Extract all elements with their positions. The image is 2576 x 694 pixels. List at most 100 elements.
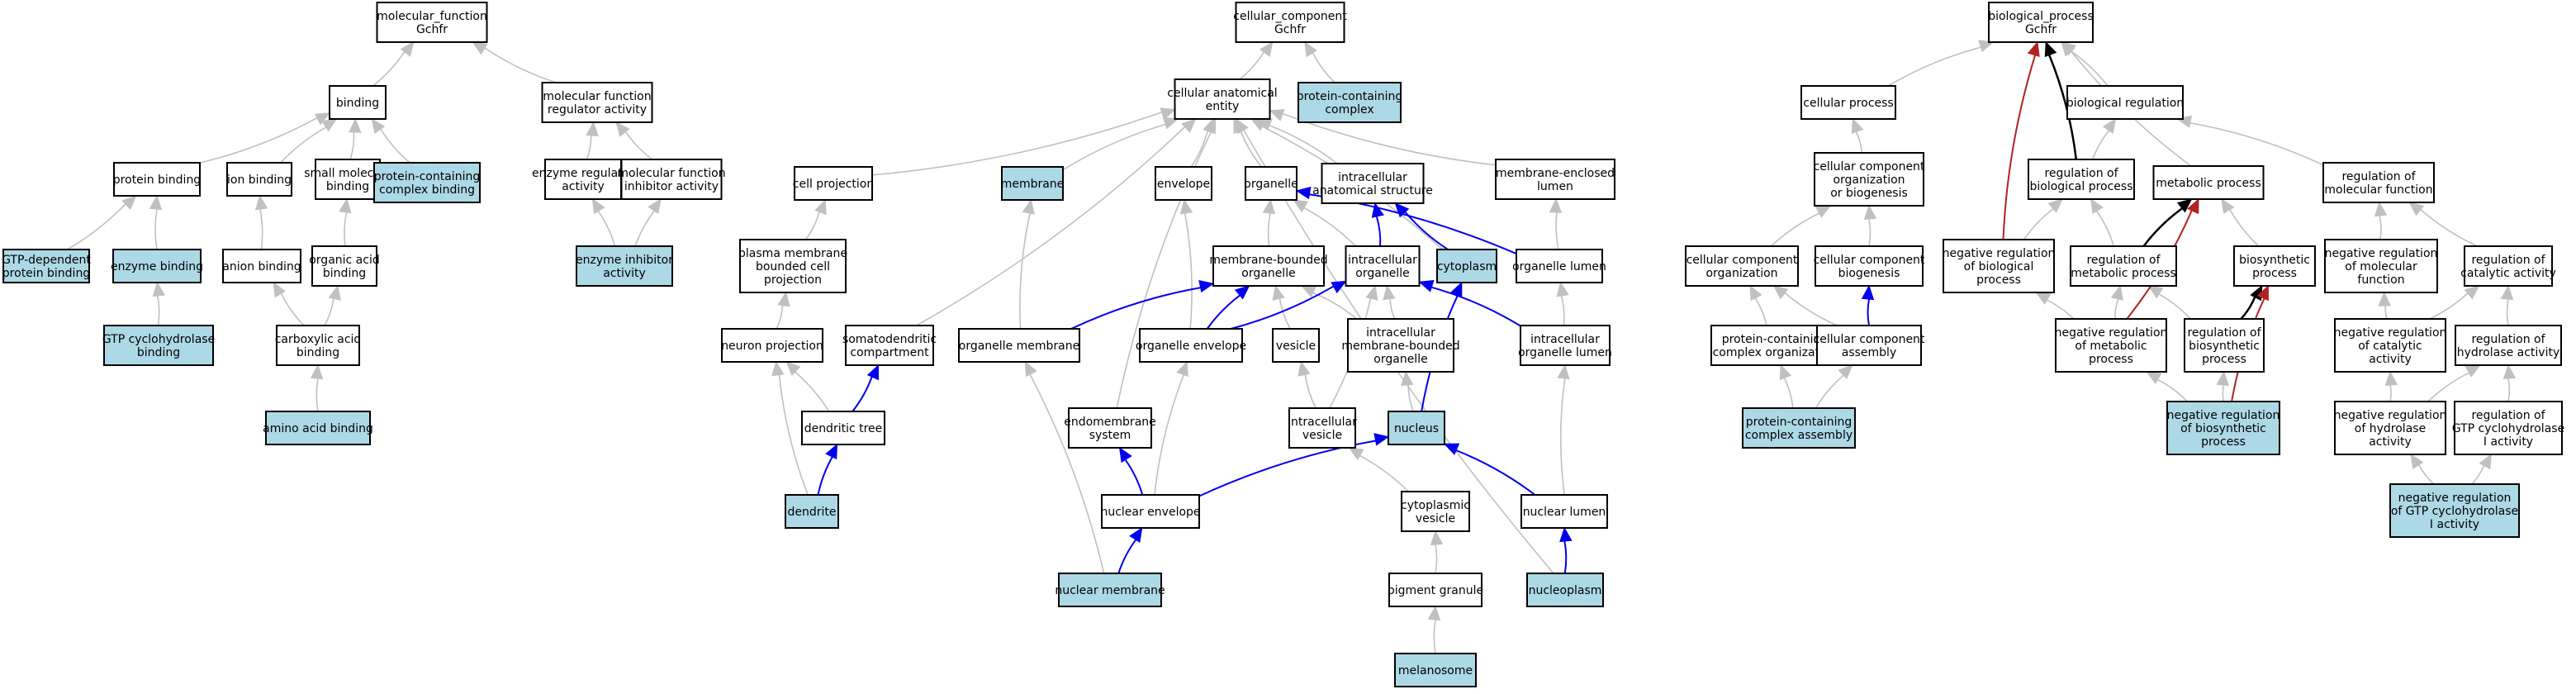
node-label: membrane-enclosed <box>1496 167 1615 180</box>
edge-line <box>1555 212 1559 250</box>
go-term-node-pigment[interactable]: pigment granule <box>1388 573 1483 607</box>
node-box <box>226 162 292 197</box>
go-term-node-orgmem[interactable]: organelle membrane <box>958 328 1080 363</box>
go-term-node-membrane[interactable]: membrane <box>1001 166 1065 201</box>
node-label: neuron projection <box>721 340 823 353</box>
edge-arrowhead-icon <box>2176 198 2193 213</box>
node-label: melanosome <box>1398 664 1473 677</box>
edge-arrowhead-icon <box>2061 41 2076 57</box>
go-term-node-cellproj[interactable]: cell projection <box>793 166 874 201</box>
node-box <box>1297 82 1402 123</box>
edge-line <box>1435 544 1438 574</box>
go-term-node-orgenv[interactable]: organelle envelope <box>1136 328 1246 363</box>
go-term-node-dendrite[interactable]: dendrite <box>785 494 839 529</box>
go-term-node-nucleus[interactable]: nucleus <box>1388 411 1445 445</box>
node-label: activity <box>562 180 605 193</box>
node-label: binding <box>297 346 339 359</box>
node-box <box>1516 249 1603 283</box>
edge-enzreg-to-mfreg <box>586 121 599 160</box>
go-term-node-neuronproj[interactable]: neuron projection <box>721 328 823 363</box>
go-term-node-ionbind[interactable]: ion binding <box>226 162 292 197</box>
go-term-node-nucmem[interactable]: nuclear membrane <box>1055 573 1165 607</box>
go-term-node-metproc[interactable]: metabolic process <box>2152 165 2265 200</box>
node-box <box>1814 152 1924 207</box>
edge-arrowhead-icon <box>1292 199 1309 213</box>
go-term-node-dendtree[interactable]: dendritic tree <box>801 411 885 445</box>
go-term-node-aabind[interactable]: amino acid binding <box>263 411 373 445</box>
edge-aabind-to-carbox <box>310 364 324 412</box>
go-term-node-nucenv[interactable]: nuclear envelope <box>1100 494 1201 529</box>
go-term-node-enzbind[interactable]: enzyme binding <box>111 249 203 283</box>
go-term-node-vesicle[interactable]: vesicle <box>1272 328 1320 363</box>
go-term-node-orglumen[interactable]: organelle lumen <box>1512 249 1606 283</box>
go-term-node-melanosome[interactable]: melanosome <box>1394 653 1477 687</box>
go-term-node-organelle[interactable]: organelle <box>1244 166 1298 201</box>
edge-regmp-to-regbp <box>2090 197 2115 247</box>
go-term-node-cellproc[interactable]: cellular process <box>1800 85 1896 120</box>
edge-iol-to-orglumen <box>1556 281 1569 326</box>
go-term-node-nucleoplasm[interactable]: nucleoplasm <box>1526 573 1604 607</box>
edge-regbsp-to-biosyn <box>2240 284 2263 320</box>
node-box <box>311 245 377 287</box>
edge-arrowhead-icon <box>2146 371 2162 385</box>
node-box <box>2324 239 2438 293</box>
go-term-node-anionbind[interactable]: anion binding <box>222 249 301 283</box>
go-term-node-binding[interactable]: binding <box>329 85 387 120</box>
edge-arrowhead-icon <box>1348 447 1364 461</box>
go-term-node-protbind[interactable]: protein binding <box>113 162 201 197</box>
node-label: of metabolic <box>2075 340 2147 353</box>
edge-arrowhead-icon <box>339 197 352 214</box>
go-term-node-cytoplasm[interactable]: cytoplasm <box>1436 249 1497 283</box>
go-term-node-envelope[interactable]: envelope <box>1155 166 1212 201</box>
node-box <box>1245 166 1297 201</box>
go-term-node-nuclumen[interactable]: nuclear lumen <box>1520 494 1608 529</box>
go-term-node-bioreg[interactable]: biological regulation <box>2066 85 2184 120</box>
